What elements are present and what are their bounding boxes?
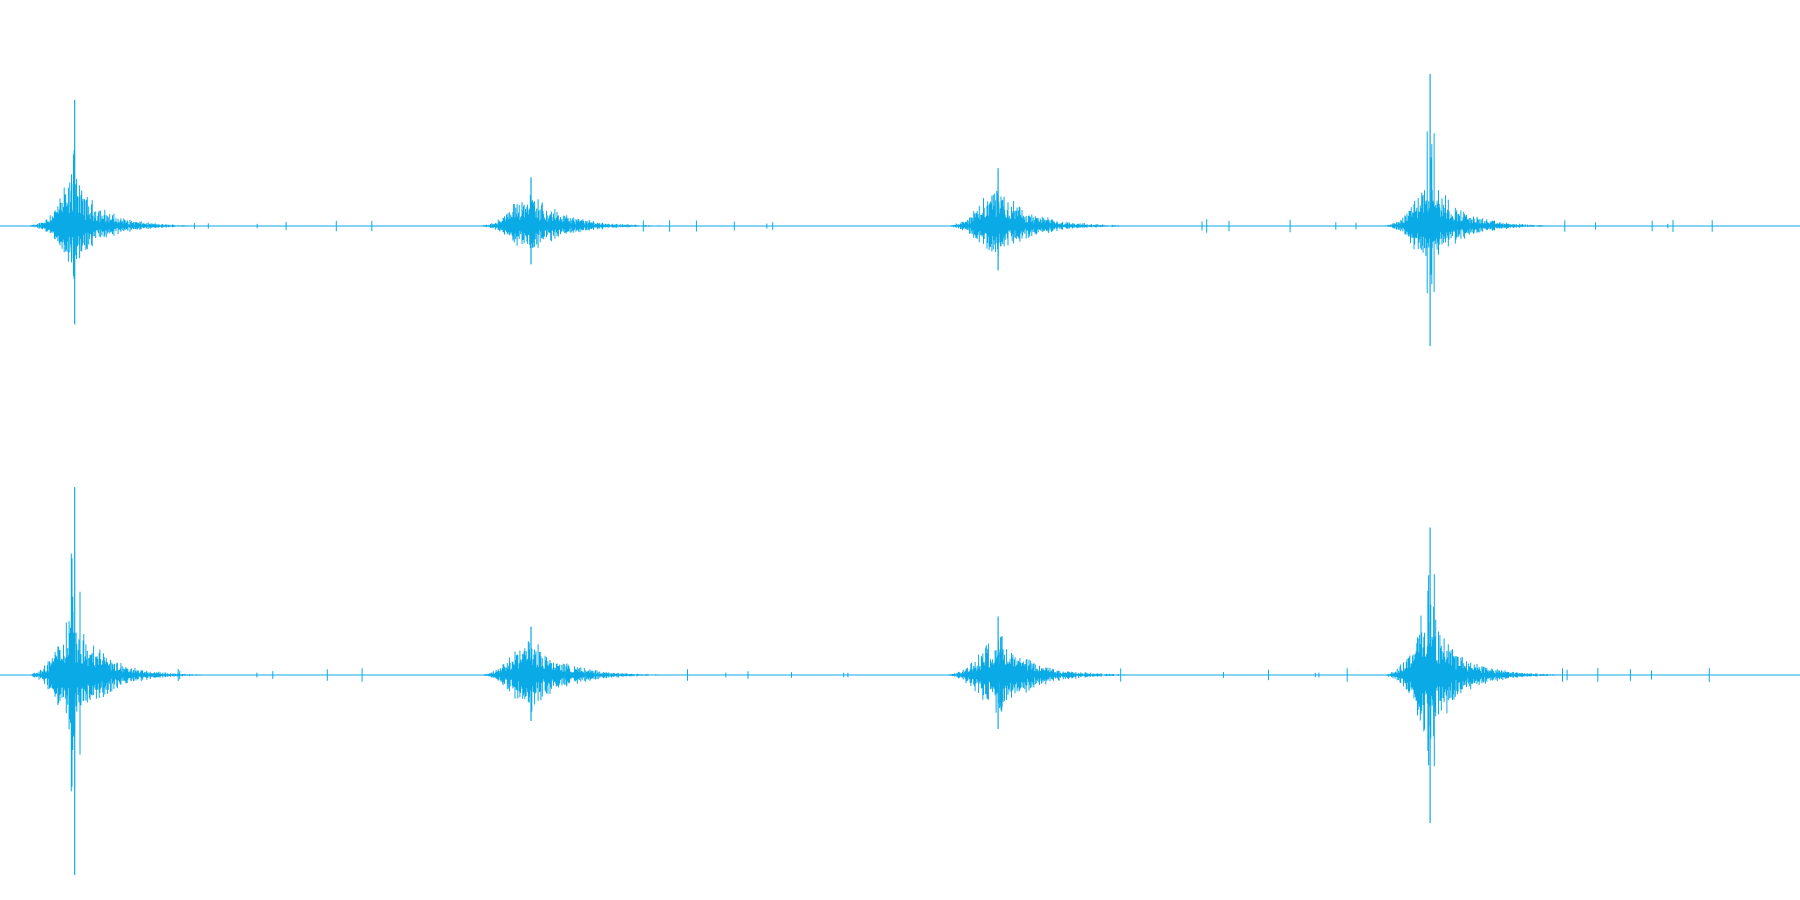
channel-1-transient-4 [1384, 74, 1713, 346]
channel-2-burst-4 [1382, 615, 1710, 732]
channel-1-burst-4 [1384, 190, 1713, 256]
channel-2-transient-2 [483, 626, 849, 721]
channel-1-transient-1 [30, 99, 373, 325]
channel-1-burst-2 [481, 199, 774, 248]
channel-2-transient-3 [948, 616, 1348, 729]
channel-2-transient-1 [30, 487, 363, 875]
channel-1-burst-1 [30, 182, 373, 262]
channel-2-track [0, 487, 1800, 875]
channel-2-burst-1 [30, 621, 363, 737]
channel-2-burst-3 [948, 636, 1348, 713]
channel-1-burst-3 [950, 190, 1357, 257]
channel-2-burst-2 [483, 641, 849, 712]
channel-1-transient-2 [481, 177, 774, 265]
channel-1-track [0, 74, 1800, 346]
channel-1-transient-3 [950, 168, 1357, 271]
channel-2-transient-4 [1382, 527, 1710, 823]
